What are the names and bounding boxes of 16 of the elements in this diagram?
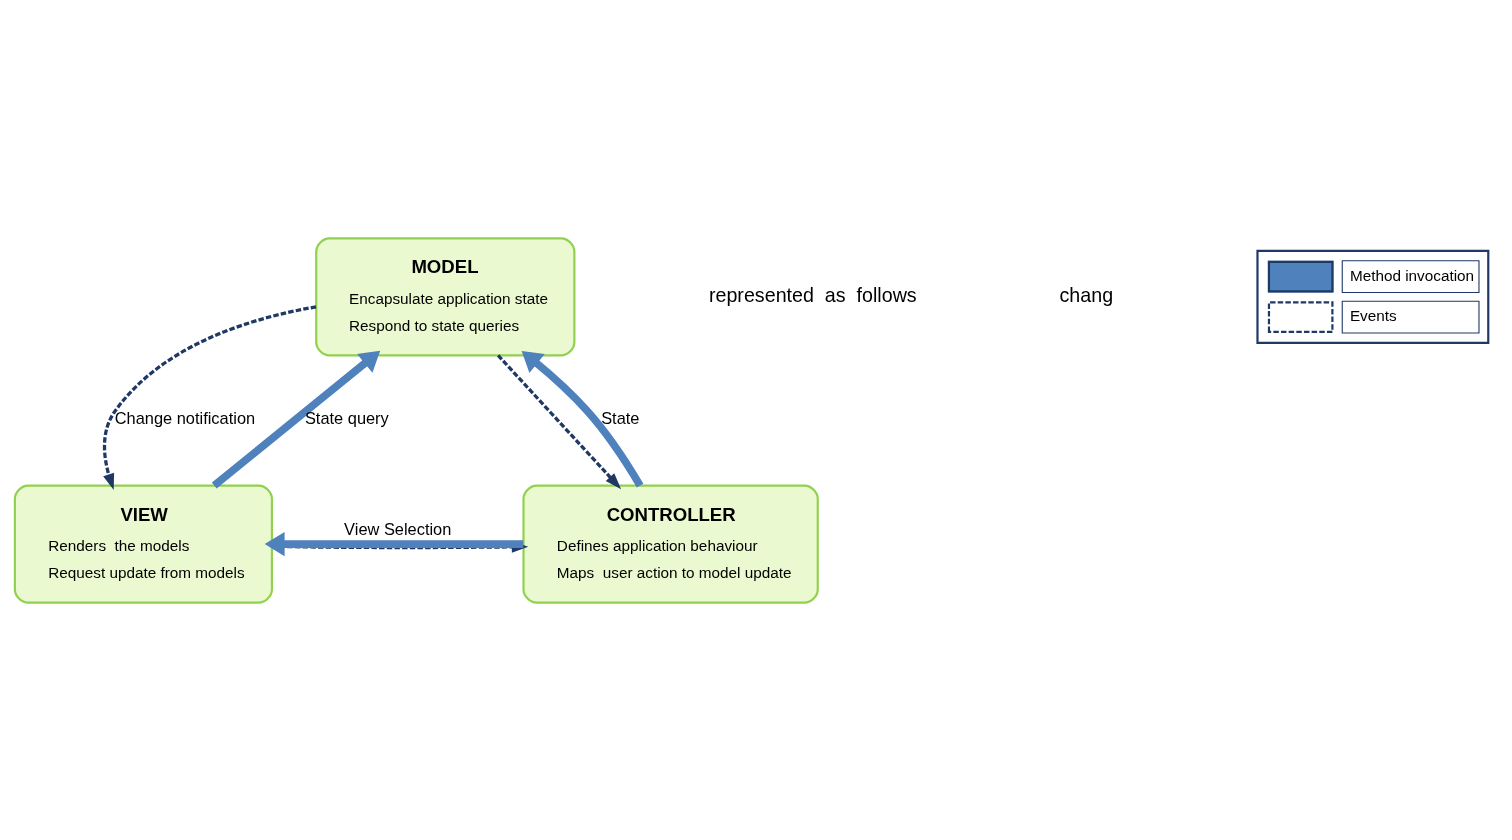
node-box: CONTROLLER Defines application behaviour Maps user action to model update (521, 484, 819, 604)
arrow (211, 350, 380, 488)
edge-label: State query (304, 408, 389, 427)
arrow (521, 350, 643, 488)
node-box: VIEW Renders the models Request update from models (13, 484, 273, 604)
arrow (102, 304, 316, 490)
edge-label: State (600, 408, 639, 427)
edge-label: View Selection (343, 519, 451, 538)
arrow (496, 353, 621, 489)
label: chang (1058, 283, 1113, 306)
arrow (264, 531, 523, 556)
legend-label: Events (1349, 306, 1397, 324)
label: represented as follows (708, 283, 917, 306)
edge-label: Change notification (114, 408, 255, 427)
node-box: MODEL Encapsulate application state Respond to state queries (314, 236, 575, 356)
legend-label: Method invocation (1349, 266, 1474, 284)
